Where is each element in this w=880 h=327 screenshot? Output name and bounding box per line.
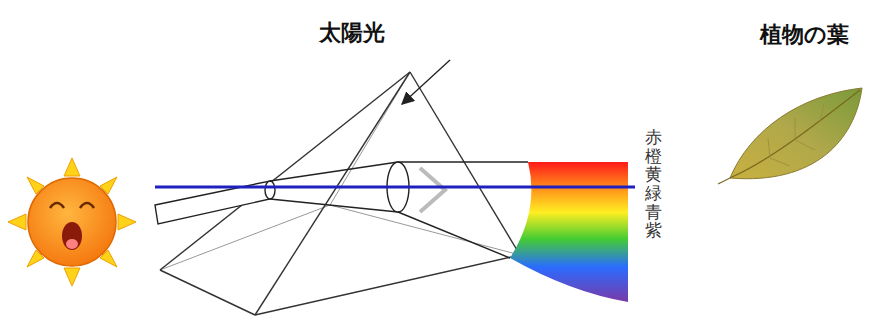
leader-arrow	[402, 60, 450, 104]
axis-line	[155, 186, 635, 189]
leaf	[718, 88, 862, 184]
spectrum	[510, 162, 628, 302]
sunlight-label: 太陽光	[319, 18, 385, 48]
leaf-label: 植物の葉	[760, 20, 849, 50]
sun	[8, 158, 136, 286]
light-beam	[155, 162, 528, 258]
spectrum-colors: 赤橙黄緑青紫	[645, 128, 662, 240]
